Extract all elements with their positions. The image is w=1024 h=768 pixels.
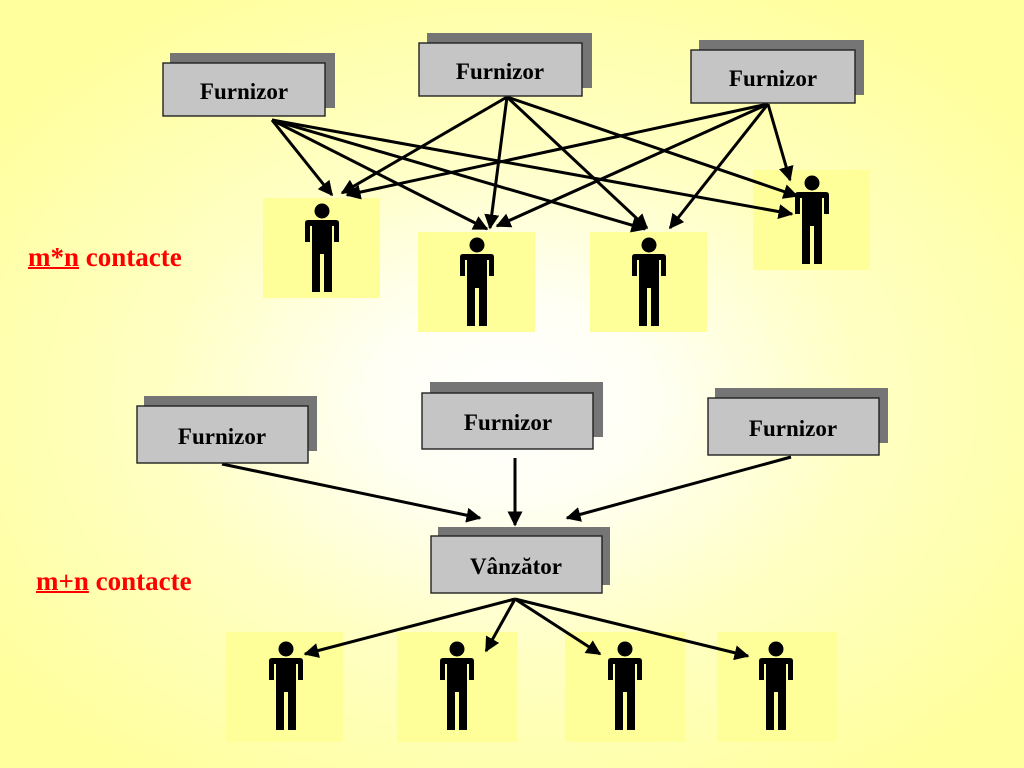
connector-arrow bbox=[303, 597, 516, 658]
caption-text: contacte bbox=[95, 566, 192, 596]
connector-arrow bbox=[484, 598, 517, 653]
caption-formula: m+n bbox=[36, 566, 89, 596]
bottom-diagram: Furnizor Furnizor Furnizor Vânzător bbox=[136, 382, 888, 742]
top-supplier-1: Furnizor bbox=[162, 53, 335, 117]
connector-arrow bbox=[345, 102, 769, 200]
bottom-customer-2 bbox=[397, 632, 517, 742]
bottom-supplier-2: Furnizor bbox=[421, 382, 603, 450]
connector-arrow bbox=[514, 597, 750, 661]
connector-arrow bbox=[668, 103, 770, 230]
supplier-label: Furnizor bbox=[178, 424, 266, 449]
connector-arrow bbox=[271, 118, 647, 233]
connector-arrow bbox=[221, 462, 482, 523]
caption-text: contacte bbox=[85, 242, 182, 272]
bottom-supplier-1: Furnizor bbox=[136, 396, 317, 464]
supplier-label: Furnizor bbox=[464, 410, 552, 435]
connector-arrow bbox=[271, 118, 794, 219]
connector-arrow bbox=[514, 597, 602, 656]
top-supplier-3: Furnizor bbox=[690, 40, 864, 104]
bottom-customer-3 bbox=[565, 632, 685, 742]
top-customer-3 bbox=[590, 232, 707, 332]
connector-arrow bbox=[505, 95, 649, 230]
top-caption: m*n contacte bbox=[28, 242, 182, 273]
bottom-supplier-connectors bbox=[221, 455, 792, 527]
bottom-customer-connectors bbox=[303, 597, 750, 661]
connector-arrow bbox=[495, 102, 769, 228]
seller-box: Vânzător bbox=[430, 527, 610, 594]
top-customer-4 bbox=[753, 170, 870, 270]
bottom-supplier-3: Furnizor bbox=[707, 388, 888, 456]
connector-arrow bbox=[766, 103, 794, 182]
connector-arrow bbox=[565, 455, 792, 522]
supplier-label: Furnizor bbox=[456, 59, 544, 84]
bottom-customer-4 bbox=[717, 632, 837, 742]
connector-arrow bbox=[270, 119, 334, 197]
connector-arrow bbox=[506, 95, 799, 199]
top-customer-2 bbox=[418, 232, 535, 332]
top-customer-1 bbox=[263, 198, 380, 298]
bottom-caption: m+n contacte bbox=[36, 566, 192, 597]
supplier-label: Furnizor bbox=[200, 79, 288, 104]
seller-label: Vânzător bbox=[470, 554, 562, 579]
connector-arrow bbox=[271, 118, 489, 231]
supplier-label: Furnizor bbox=[729, 66, 817, 91]
caption-formula: m*n bbox=[28, 242, 80, 272]
connector-arrow bbox=[340, 95, 508, 195]
top-supplier-2: Furnizor bbox=[418, 33, 592, 97]
top-diagram: Furnizor Furnizor Furnizor bbox=[162, 33, 870, 332]
supplier-label: Furnizor bbox=[749, 416, 837, 441]
top-connectors bbox=[270, 95, 799, 233]
